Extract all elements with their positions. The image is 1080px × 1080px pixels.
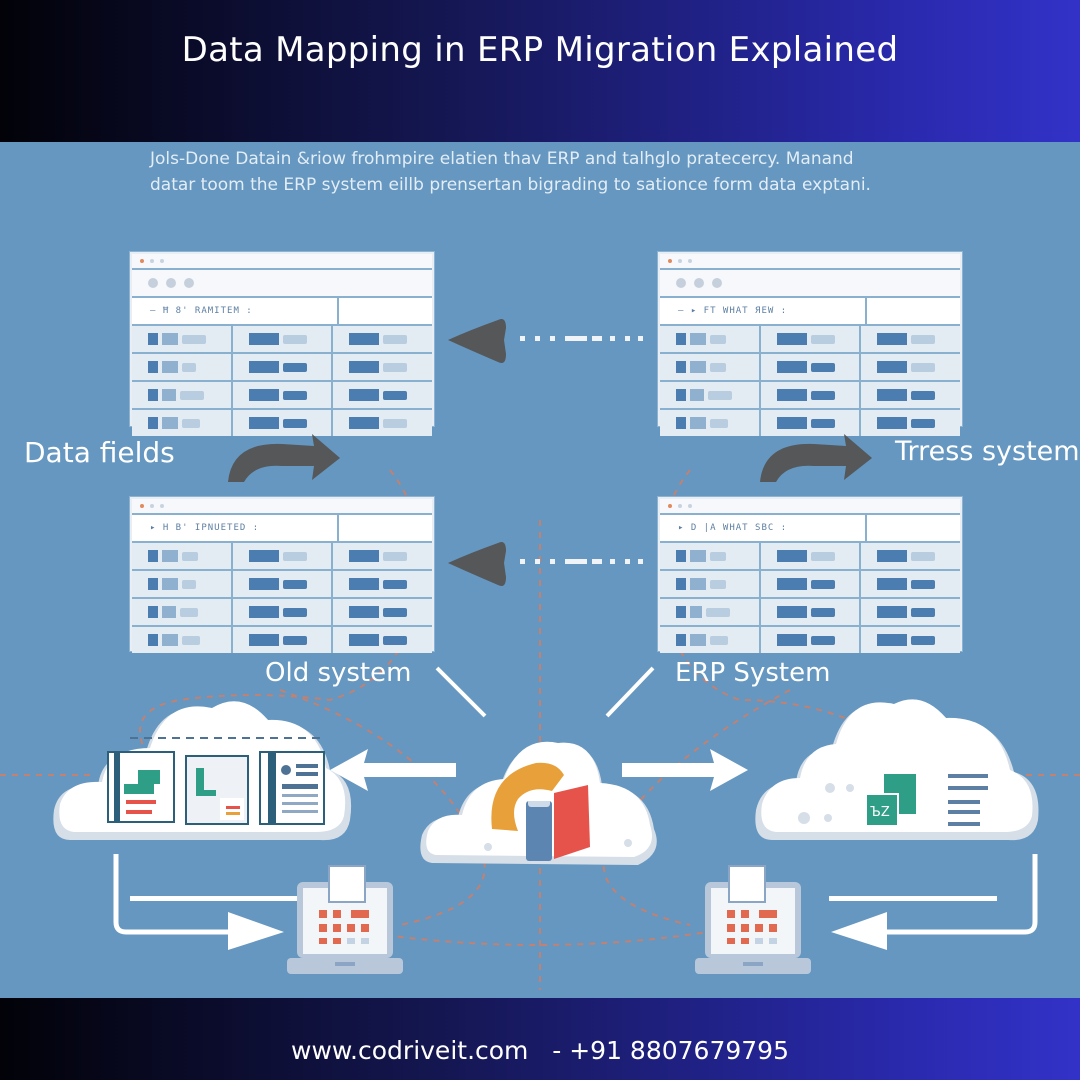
window-dot-icon: [688, 504, 692, 508]
data-fields-label: Data fields: [24, 436, 175, 469]
toolbar-dot-icon: [694, 278, 704, 288]
svg-text:ЪZ: ЪZ: [870, 805, 890, 820]
curved-arrow-icon: [228, 434, 340, 482]
window-dot-icon: [150, 259, 154, 263]
window-titlebar: [132, 254, 432, 270]
laptop-grid-icon: [287, 865, 403, 974]
table-header-text: ▸ D |A WHAT SBC :: [660, 515, 867, 541]
window-dot-icon: [668, 504, 672, 508]
erp-system-label: ERP System: [675, 658, 831, 688]
erp-data-table-window: — ▸ FT WHAT ЯEW :: [658, 252, 962, 436]
window-dot-icon: [678, 259, 682, 263]
table-row: [660, 599, 960, 627]
table-row: [132, 326, 432, 354]
table-row: [660, 354, 960, 382]
page-title: Data Mapping in ERP Migration Explained: [181, 30, 899, 70]
window-dot-icon: [688, 259, 692, 263]
intro-line-2: datar toom the ERP system eillb prensert…: [150, 175, 871, 195]
window-dot-icon: [140, 259, 144, 263]
table-row: [132, 354, 432, 382]
window-dot-icon: [160, 504, 164, 508]
window-dot-icon: [140, 504, 144, 508]
curved-arrow-icon: [760, 434, 872, 482]
window-titlebar: [660, 499, 960, 515]
table-header: ▸ H B' IPNUETED :: [132, 515, 432, 543]
left-arrow-icon: [448, 542, 643, 586]
table-row: [132, 599, 432, 627]
intro-text: Jols-Done Datain &riow frohmpire elatien…: [150, 146, 910, 198]
table-row: [660, 326, 960, 354]
table-header: — ▸ FT WHAT ЯEW :: [660, 298, 960, 326]
window-titlebar: [660, 254, 960, 270]
white-right-arrow-icon: [622, 749, 748, 791]
table-header-text: — Ħ 8' RAMITEM :: [132, 298, 339, 324]
l-arrow-left-icon: [829, 854, 1038, 950]
toolbar-dot-icon: [166, 278, 176, 288]
toolbar-dot-icon: [184, 278, 194, 288]
table-row: [660, 627, 960, 653]
old-system-table-window: ▸ H B' IPNUETED :: [130, 497, 434, 653]
window-dot-icon: [678, 504, 682, 508]
toolbar-dot-icon: [712, 278, 722, 288]
white-left-arrow-icon: [330, 749, 456, 791]
footer-banner: www.codriveit.com - +91 8807679795: [0, 998, 1080, 1080]
toolbar-dot-icon: [148, 278, 158, 288]
window-dot-icon: [160, 259, 164, 263]
window-toolbar: [660, 270, 960, 298]
old-system-label: Old system: [265, 658, 412, 688]
table-row: [132, 627, 432, 653]
window-dot-icon: [150, 504, 154, 508]
table-row: [660, 543, 960, 571]
table-row: [132, 410, 432, 436]
table-header-text: — ▸ FT WHAT ЯEW :: [660, 298, 867, 324]
table-row: [660, 382, 960, 410]
cloud-spreadsheet-icon: ЪZ: [755, 699, 1039, 841]
table-header: ▸ D |A WHAT SBC :: [660, 515, 960, 543]
connector-lines: [435, 666, 655, 718]
toolbar-dot-icon: [676, 278, 686, 288]
table-row: [132, 571, 432, 599]
cloud-database-icon: [420, 741, 657, 865]
header-banner: Data Mapping in ERP Migration Explained: [0, 0, 1080, 142]
erp-system-table-window: ▸ D |A WHAT SBC :: [658, 497, 962, 653]
intro-line-1: Jols-Done Datain &riow frohmpire elatien…: [150, 149, 854, 169]
old-data-table-window: — Ħ 8' RAMITEM :: [130, 252, 434, 436]
tress-system-label: Trress system: [895, 436, 1080, 467]
left-arrow-icon: [448, 319, 643, 363]
laptop-grid-icon: [695, 865, 811, 974]
cloud-documents-icon: [53, 701, 352, 841]
table-row: [660, 410, 960, 436]
l-arrow-right-icon: [113, 854, 310, 950]
table-row: [660, 571, 960, 599]
table-header-text: ▸ H B' IPNUETED :: [132, 515, 339, 541]
window-toolbar: [132, 270, 432, 298]
table-row: [132, 543, 432, 571]
table-row: [132, 382, 432, 410]
window-dot-icon: [668, 259, 672, 263]
table-header: — Ħ 8' RAMITEM :: [132, 298, 432, 326]
contact-info: www.codriveit.com - +91 8807679795: [291, 1036, 789, 1065]
window-titlebar: [132, 499, 432, 515]
